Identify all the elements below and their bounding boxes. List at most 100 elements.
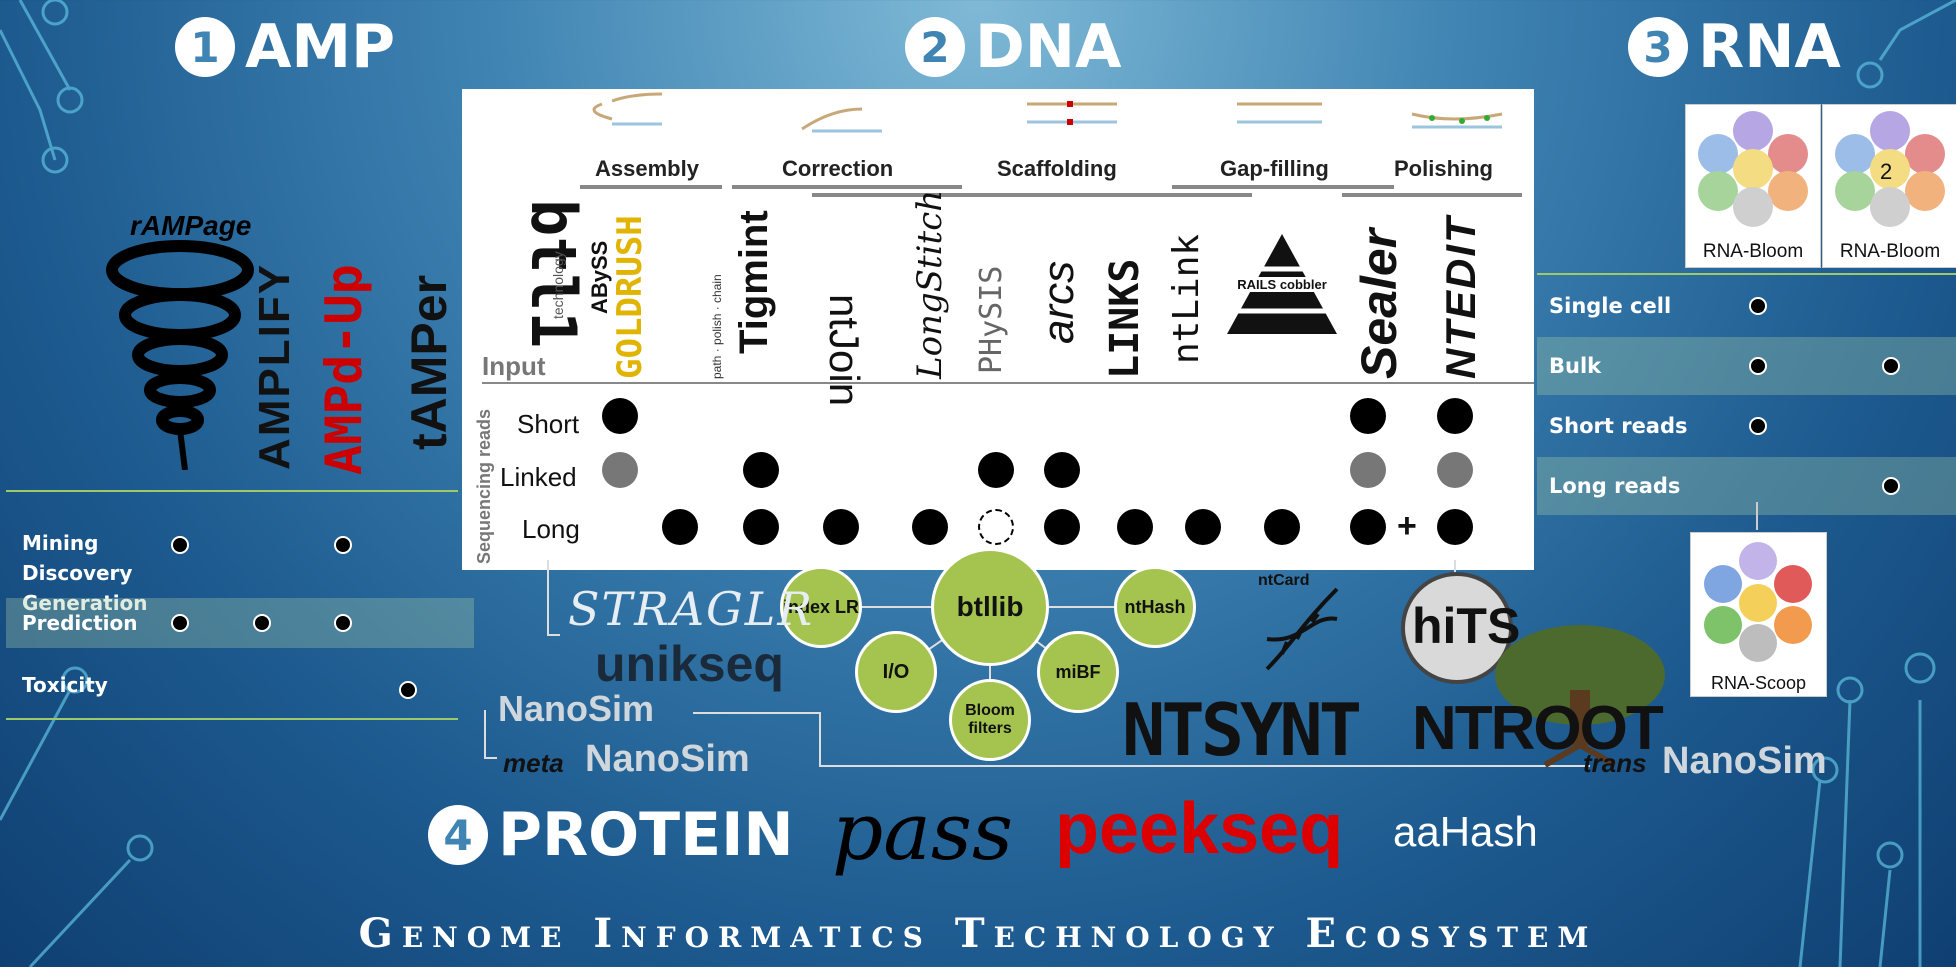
rna-card-label: RNA-Scoop <box>1710 673 1807 693</box>
divider <box>6 718 458 720</box>
section-title-text: PROTEIN <box>498 800 794 870</box>
support-dot <box>1437 452 1473 488</box>
table-dot <box>1882 357 1900 375</box>
amp-row-label: Mining Discovery Generation <box>22 531 148 615</box>
dna-helix-icon <box>1265 587 1339 671</box>
section-title-text: DNA <box>975 12 1122 82</box>
rna-scoop-icon <box>1704 542 1812 662</box>
rna-bloom2-number: 2 <box>1880 159 1893 184</box>
nanosim-logo: NanoSim <box>498 688 655 729</box>
btllib-node-io: I/O <box>855 631 937 713</box>
section-amp-title: 1 AMP <box>175 12 395 82</box>
support-dot <box>912 509 948 545</box>
category-correction: Correction <box>782 156 894 181</box>
category-underline <box>812 193 1252 197</box>
btllib-node-mibf: miBF <box>1037 631 1119 713</box>
rna-bloom-card: RNA-Bloom <box>1685 104 1821 268</box>
hits-logo-circle <box>1401 572 1513 684</box>
support-dot <box>1350 509 1386 545</box>
table-dot <box>1882 477 1900 495</box>
rna-bloom2-icon <box>1835 111 1945 227</box>
footer-title: Genome Informatics Technology Ecosystem <box>358 910 1598 957</box>
section-title-text: RNA <box>1698 12 1841 82</box>
trans-label: trans <box>1583 748 1647 778</box>
tree-icon <box>1495 625 1665 768</box>
support-dot <box>823 509 859 545</box>
table-dot <box>253 614 271 632</box>
table-dot <box>1749 297 1767 315</box>
ntsynt-logo: NTSYNT <box>1122 688 1362 772</box>
section-number-badge: 3 <box>1628 17 1688 77</box>
category-underline <box>1342 193 1522 197</box>
table-dot <box>399 681 417 699</box>
section-protein-title: 4 PROTEIN <box>428 800 794 870</box>
rampage-logo: rAMPage <box>130 210 252 241</box>
table-dot <box>334 536 352 554</box>
support-dot <box>1437 398 1473 434</box>
meta-nanosim-logo: NanoSim <box>585 738 750 780</box>
tornado-icon <box>106 240 254 470</box>
amp-row-mining: Mining Discovery Generation <box>6 498 474 615</box>
table-dot <box>1749 417 1767 435</box>
meta-label: meta <box>503 748 564 778</box>
dna-panel: Assembly Correction Scaffolding Gap-fill… <box>462 89 1534 570</box>
category-assembly: Assembly <box>595 156 699 181</box>
support-dot <box>602 398 638 434</box>
table-dot <box>334 614 352 632</box>
amp-logos: rAMPage AMPLIFY AMPd-Up tAMPer <box>100 130 460 480</box>
amp-table: Mining Discovery Generation Prediction T… <box>6 490 474 720</box>
category-polishing: Polishing <box>1394 156 1493 181</box>
support-dot <box>1044 452 1080 488</box>
peekseq-logo: peekseq <box>1055 789 1344 869</box>
rna-row-short-reads: Short reads <box>1549 414 1688 438</box>
plus-sign: + <box>1397 507 1417 545</box>
category-underline <box>732 185 962 189</box>
category-underline <box>1172 185 1394 189</box>
btllib-hub: btllib <box>931 548 1049 666</box>
support-dot <box>1350 398 1386 434</box>
btllib-node-nthash: ntHash <box>1114 566 1196 648</box>
rna-scoop-card: RNA-Scoop <box>1690 532 1827 697</box>
section-title-text: AMP <box>245 12 396 82</box>
section-rna-title: 3 RNA <box>1628 12 1841 82</box>
ntroot-logo: NTROOT <box>1412 694 1664 763</box>
section-number-badge: 2 <box>905 17 965 77</box>
category-gap-filling: Gap-filling <box>1220 156 1329 181</box>
table-dot <box>171 614 189 632</box>
row-label-long: Long <box>522 514 580 544</box>
pass-logo: pass <box>832 785 1014 878</box>
rna-bloom2-card: 2 RNA-Bloom <box>1822 104 1956 268</box>
btllib-node-bloom-filters: Bloom filters <box>949 679 1031 761</box>
amp-row-label: Prediction <box>22 611 138 635</box>
table-dot <box>1749 357 1767 375</box>
ntcard-logo: ntCard <box>1258 572 1310 589</box>
read-schematics <box>592 92 1503 133</box>
section-number-badge: 1 <box>175 17 235 77</box>
input-divider <box>482 382 1534 384</box>
section-number-badge: 4 <box>428 805 488 865</box>
rna-bloom-icon <box>1698 111 1808 227</box>
input-label: Input <box>482 351 546 381</box>
support-dot <box>978 509 1014 545</box>
amp-row-toxicity: Toxicity <box>6 660 474 710</box>
row-label-short: Short <box>517 409 580 439</box>
support-dot <box>1350 452 1386 488</box>
support-dot <box>1264 509 1300 545</box>
connector-line <box>1756 502 1758 530</box>
category-underline <box>580 185 722 189</box>
divider <box>6 490 458 492</box>
tool-rails-cobbler: RAILS cobbler <box>1232 277 1332 292</box>
support-dot <box>1044 509 1080 545</box>
amp-row-prediction: Prediction <box>6 598 474 648</box>
divider <box>1537 273 1956 275</box>
section-dna-title: 2 DNA <box>905 12 1121 82</box>
support-dot <box>1185 509 1221 545</box>
straglr-logo: STRAGLR <box>568 582 814 636</box>
support-dot <box>602 452 638 488</box>
support-dot <box>1117 509 1153 545</box>
unikseq-logo: unikseq <box>595 636 784 692</box>
hits-logo: hiTS <box>1412 598 1521 654</box>
support-dot <box>1437 509 1473 545</box>
amp-row-label: Toxicity <box>22 673 108 697</box>
